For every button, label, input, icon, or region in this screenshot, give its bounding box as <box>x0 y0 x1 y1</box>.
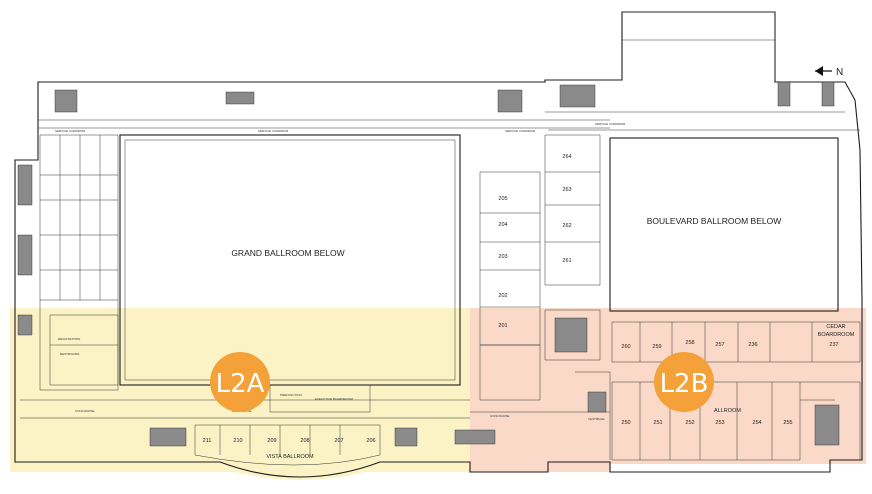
room-204: 204 <box>498 222 507 228</box>
cedar-label-line2: BOARDROOM <box>818 332 855 338</box>
room-202: 202 <box>498 293 507 299</box>
prefunction-label: PREFUNCTION <box>280 393 302 397</box>
room-259: 259 <box>652 344 661 350</box>
building-walls <box>14 11 863 478</box>
room-258: 258 <box>685 340 694 346</box>
room-208: 208 <box>300 438 309 444</box>
room-252: 252 <box>685 420 694 426</box>
room-201: 201 <box>498 323 507 329</box>
stairwells <box>17 81 840 447</box>
room-206: 206 <box>366 438 375 444</box>
room-260: 260 <box>621 344 630 350</box>
room-205: 205 <box>498 196 507 202</box>
room-250: 250 <box>621 420 630 426</box>
executive-boardroom-label: EXECUTIVE BOARDROOM <box>315 397 353 401</box>
registration-label: REGISTRATION <box>58 337 80 341</box>
zone-l2a-badge[interactable]: L2A <box>210 352 270 412</box>
concourse-right-label: CONCOURSE <box>490 414 510 418</box>
service-corridor-left-label: SERVICE CORRIDOR <box>55 129 86 133</box>
cedar-label-line1: CEDAR <box>826 324 845 330</box>
service-corridor-right-label: SERVICE CORRIDOR <box>505 129 536 133</box>
room-257: 257 <box>715 342 724 348</box>
vista-ballroom-label: VISTA BALLROOM <box>266 454 314 460</box>
boulevard-ballroom-label: BOULEVARD BALLROOM BELOW <box>647 216 781 226</box>
room-264: 264 <box>562 154 571 160</box>
room-203: 203 <box>498 254 507 260</box>
room-262: 262 <box>562 223 571 229</box>
room-255: 255 <box>783 420 792 426</box>
room-236: 236 <box>748 342 757 348</box>
service-corridor-far-label: SERVICE CORRIDOR <box>595 122 626 126</box>
grand-ballroom-label: GRAND BALLROOM BELOW <box>231 248 344 258</box>
room-261: 261 <box>562 258 571 264</box>
zone-l2b-badge[interactable]: L2B <box>654 352 714 412</box>
room-253: 253 <box>715 420 724 426</box>
room-251: 251 <box>653 420 662 426</box>
zone-l2a-badge-label: L2A <box>216 369 265 399</box>
restrooms-label: RESTROOMS <box>60 352 79 356</box>
service-corridor-center-label: SERVICE CORRIDOR <box>258 129 289 133</box>
compass-north-label: N <box>836 67 843 78</box>
compass: N <box>815 66 843 78</box>
room-263: 263 <box>562 187 571 193</box>
concourse-left-label: CONCOURSE <box>75 409 95 413</box>
room-209: 209 <box>267 438 276 444</box>
room-210: 210 <box>233 438 242 444</box>
room-207: 207 <box>334 438 343 444</box>
zone-l2b-badge-label: L2B <box>660 369 709 399</box>
vestibule-label: VESTIBULE <box>588 417 605 421</box>
room-211: 211 <box>203 438 212 444</box>
room-254: 254 <box>752 420 761 426</box>
upper-ballroom-fragment-label: ALLROOM <box>714 408 741 414</box>
cedar-room-number: 237 <box>829 342 838 348</box>
